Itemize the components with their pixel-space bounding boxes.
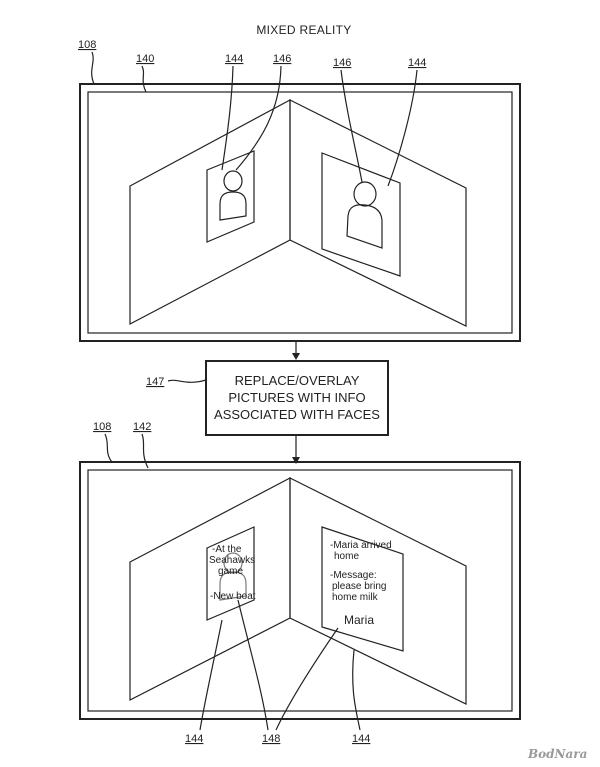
top-face-ref-right: 146: [333, 57, 351, 69]
left-note-line-4: -New boat: [210, 591, 256, 602]
right-note-line-3: -Message:: [330, 570, 377, 581]
process-ref-leader: [167, 379, 207, 383]
picture-frame-right-top: [321, 152, 401, 277]
bottom-info-ref: 148: [262, 733, 280, 745]
left-note-line-1: -At the: [212, 544, 242, 555]
right-wall-bottom: [289, 477, 467, 705]
top-picture-ref-right: 144: [408, 57, 426, 69]
bottom-picture-ref-left: 144: [185, 733, 203, 745]
arrow-down-2: [292, 435, 300, 464]
leader-info-right: [275, 627, 339, 731]
top-panel: 108 140 144 146 146 144: [78, 39, 521, 342]
leader-picture-right-bottom: [352, 649, 361, 731]
process-line-3: ASSOCIATED WITH FACES: [214, 407, 380, 422]
top-device-leader: [91, 51, 95, 85]
watermark-logo: BodNara: [527, 747, 587, 761]
picture-frame-left-bottom: [206, 526, 255, 621]
leader-face-left-top: [235, 65, 282, 171]
faded-face-left: [219, 552, 247, 601]
leader-picture-right-top: [387, 69, 418, 187]
right-note-line-2: home: [334, 551, 359, 562]
arrow-down-1: [292, 341, 300, 360]
picture-frame-left-top: [206, 150, 255, 243]
display-frame-top: [87, 91, 513, 334]
face-icon-right: [346, 181, 383, 249]
bottom-device-ref: 108: [93, 421, 111, 433]
process-box-frame: [205, 360, 389, 436]
leader-info-left: [237, 599, 269, 731]
left-note-line-3: game: [218, 566, 243, 577]
device-frame-top: [79, 83, 521, 342]
face-icon-left: [219, 170, 247, 221]
bottom-view-ref: 142: [133, 421, 151, 433]
device-frame-bottom: [79, 461, 521, 720]
right-wall-top: [289, 99, 467, 327]
top-picture-ref-left: 144: [225, 53, 243, 65]
leader-face-right-top: [340, 69, 363, 183]
right-note-line-5: home milk: [332, 592, 379, 603]
left-note-line-2: Seahawks: [209, 555, 255, 566]
bottom-picture-ref-right: 144: [352, 733, 370, 745]
process-line-2: PICTURES WITH INFO: [228, 390, 365, 405]
display-frame-bottom: [87, 469, 513, 712]
right-note-line-4: please bring: [332, 581, 386, 592]
top-view-ref: 140: [136, 53, 154, 65]
bottom-view-leader: [141, 433, 149, 469]
process-box: REPLACE/OVERLAY PICTURES WITH INFO ASSOC…: [146, 360, 389, 436]
right-note-signature: Maria: [344, 613, 374, 627]
figure-title: MIXED REALITY: [256, 23, 351, 37]
process-line-1: REPLACE/OVERLAY: [235, 373, 360, 388]
process-ref: 147: [146, 376, 164, 388]
leader-picture-left-top: [221, 65, 234, 171]
top-view-leader: [141, 65, 147, 93]
top-face-ref-left: 146: [273, 53, 291, 65]
top-device-ref: 108: [78, 39, 96, 51]
leader-picture-left-bottom: [199, 619, 223, 731]
left-wall-top: [129, 98, 291, 325]
right-note-line-1: -Maria arrived: [330, 540, 392, 551]
left-wall-bottom: [129, 477, 291, 701]
bottom-panel: 108 142 -At the Seahawks game -New boat …: [79, 421, 521, 745]
bottom-device-leader: [104, 433, 113, 463]
picture-frame-right-bottom: [321, 526, 404, 652]
